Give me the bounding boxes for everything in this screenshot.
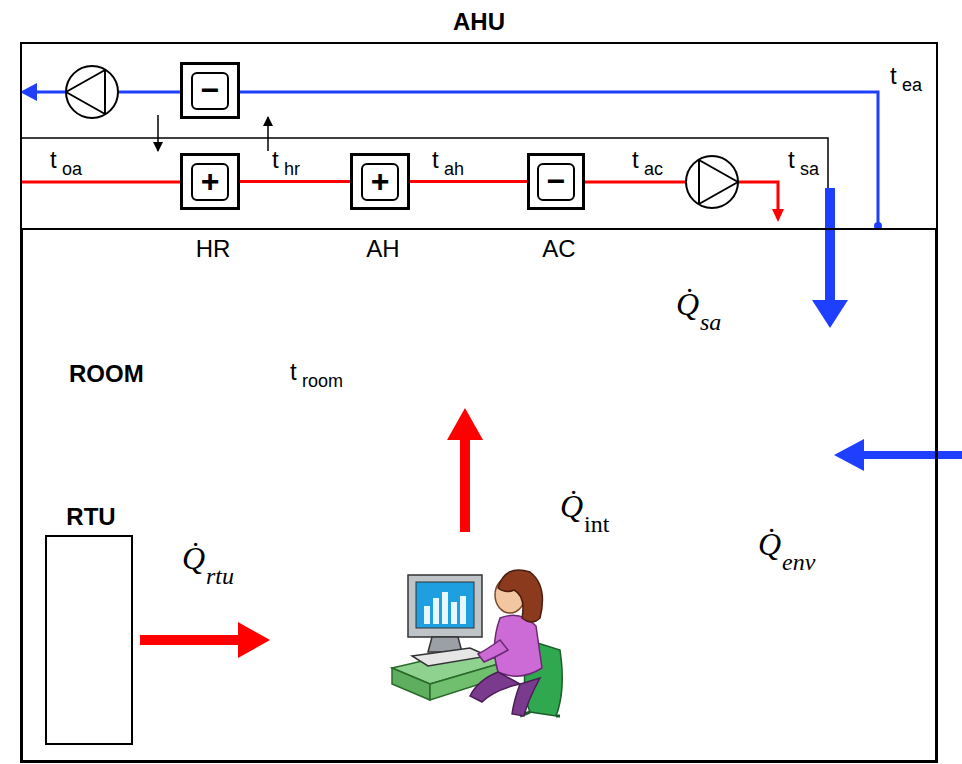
symbol-label: Q̇: [758, 528, 781, 560]
supply-fan-blade: [699, 160, 738, 204]
supply-fan: [686, 156, 738, 208]
symbol-label: t: [272, 148, 279, 172]
person-illustration: [392, 570, 562, 716]
supply-duct-line: [240, 180, 350, 183]
sign-symbol: +: [191, 163, 229, 201]
symbol-label: t: [50, 148, 57, 172]
node-title: AHU: [22, 8, 936, 36]
ahu-box: AHU−+HR+AH−AC: [20, 42, 938, 230]
symbol-label: Q̇: [560, 490, 583, 522]
exhaust-arrowhead: [20, 83, 37, 101]
subscript-label: env: [782, 550, 815, 574]
exhaust-fan-blade: [66, 70, 105, 114]
heat-recovery-supply: +HR: [180, 153, 240, 210]
subscript-label: ah: [444, 160, 464, 178]
air-heater: +AH: [350, 153, 410, 210]
heat-recovery-exhaust: −: [180, 62, 240, 119]
supply-air-arrowhead: [812, 300, 848, 328]
subscript-label: int: [584, 512, 609, 536]
exhaust-fan: [66, 66, 118, 118]
internal-gain-arrowhead: [447, 408, 483, 440]
node-title: AH: [333, 235, 433, 263]
symbol-label: t: [432, 148, 439, 172]
exhaust-line: [240, 92, 878, 226]
symbol-label: t: [632, 148, 639, 172]
rtu-unit: RTU: [45, 535, 133, 745]
subscript-label: sa: [800, 160, 819, 178]
node-title: RTU: [37, 503, 145, 531]
internal-gain-arrow: [460, 438, 470, 532]
rtu-arrow: [140, 635, 240, 645]
subscript-label: sa: [700, 310, 721, 334]
rtu-arrowhead: [238, 622, 270, 658]
symbol-label: Q̇: [182, 542, 205, 574]
node-title: AC: [510, 235, 608, 263]
room-box: ROOM RTU: [20, 229, 938, 763]
envelope-arrowhead: [834, 439, 864, 471]
symbol-label: Q̇: [676, 288, 699, 320]
supply-duct-line: [410, 180, 527, 183]
subscript-label: hr: [284, 160, 300, 178]
symbol-label: t: [788, 148, 795, 172]
sign-symbol: −: [191, 72, 229, 110]
envelope-arrow: [862, 451, 962, 459]
symbol-label: t: [290, 360, 297, 384]
supply-air-arrow: [825, 188, 835, 302]
subscript-label: rtu: [206, 564, 234, 588]
sign-symbol: +: [361, 163, 399, 201]
heat-transfer-arrow: [267, 117, 269, 151]
air-cooler: −AC: [527, 153, 585, 210]
sign-symbol: −: [537, 163, 575, 201]
subscript-label: ac: [644, 160, 663, 178]
subscript-label: ea: [902, 76, 922, 94]
supply-arrowhead: [772, 209, 784, 222]
symbol-label: t: [890, 64, 897, 88]
heat-transfer-arrow: [157, 115, 159, 151]
node-title: ROOM: [69, 360, 144, 388]
subscript-label: room: [302, 372, 343, 390]
node-title: HR: [163, 235, 263, 263]
subscript-label: oa: [62, 160, 82, 178]
